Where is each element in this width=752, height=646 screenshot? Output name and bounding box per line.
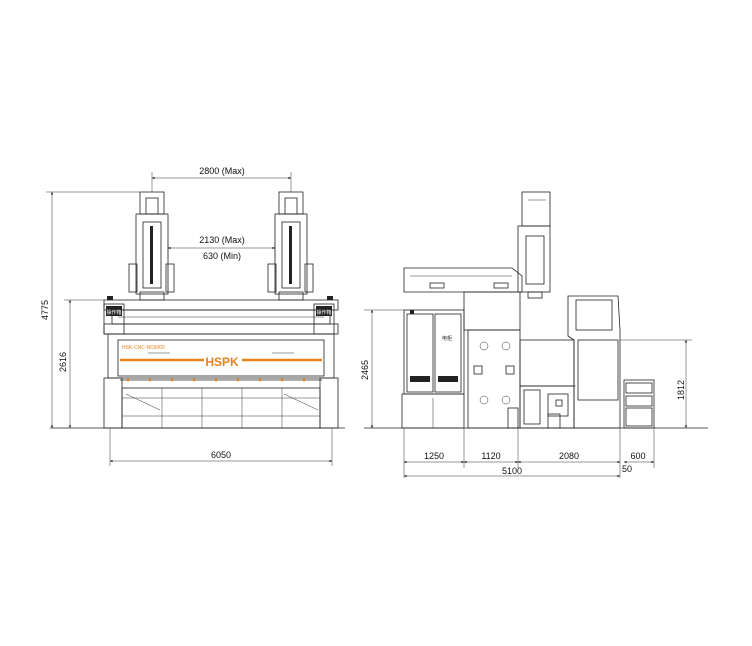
left-ram-column	[128, 191, 175, 301]
dim-total-height: 4775	[40, 300, 50, 320]
dim-inner-min: 630 (Min)	[203, 251, 241, 261]
left-control-box: 操作箱	[103, 303, 125, 335]
dim-height-left: 2465	[360, 360, 370, 380]
dim-2616: 2616	[58, 299, 104, 428]
dim-seg-3: 2080	[559, 451, 579, 461]
lower-beam-bolts	[126, 378, 306, 382]
right-panel-label: 操作箱	[316, 309, 331, 316]
side-head	[403, 191, 551, 331]
dim-2465: 2465	[360, 309, 404, 428]
dim-width: 6050	[211, 450, 231, 460]
dim-6050: 6050	[109, 428, 333, 466]
left-panel-label: 操作箱	[106, 309, 121, 316]
dim-segments: 1250 1120 2080 600 5100 50	[403, 428, 655, 478]
cabinet-label: 电柜	[442, 335, 452, 342]
cabinet-vents	[410, 376, 458, 382]
dim-seg-1: 1250	[424, 451, 444, 461]
front-view: 操作箱 操作箱 HSK-CNC-NC6000 HSPK	[40, 166, 345, 466]
dim-seg-2: 1120	[481, 451, 500, 461]
dim-inner-max: 2130 (Max)	[199, 235, 245, 245]
dim-top-max: 2800 (Max)	[199, 166, 245, 176]
brand-logo: HSPK	[205, 355, 239, 369]
dim-1812: 1812	[620, 339, 692, 428]
dim-total-length: 5100	[502, 466, 522, 476]
side-view: 电柜	[360, 191, 708, 478]
right-control-box: 操作箱	[313, 303, 335, 335]
upper-beam	[103, 296, 339, 335]
dim-4775: 4775	[40, 191, 140, 428]
model-label: HSK-CNC-NC6000	[122, 345, 165, 351]
dim-body-height: 2616	[58, 352, 68, 372]
dim-2800: 2800 (Max)	[151, 166, 292, 192]
right-ram-column	[267, 191, 314, 301]
dim-gap: 50	[622, 464, 632, 474]
dim-height-right: 1812	[676, 380, 686, 400]
dim-2130: 2130 (Max) 630 (Min)	[167, 235, 276, 261]
side-right-unit	[623, 379, 655, 429]
electrical-cabinet: 电柜	[401, 309, 465, 429]
press-frame: HSK-CNC-NC6000 HSPK	[103, 333, 339, 429]
dim-seg-4: 600	[630, 451, 645, 461]
side-body	[467, 295, 621, 429]
